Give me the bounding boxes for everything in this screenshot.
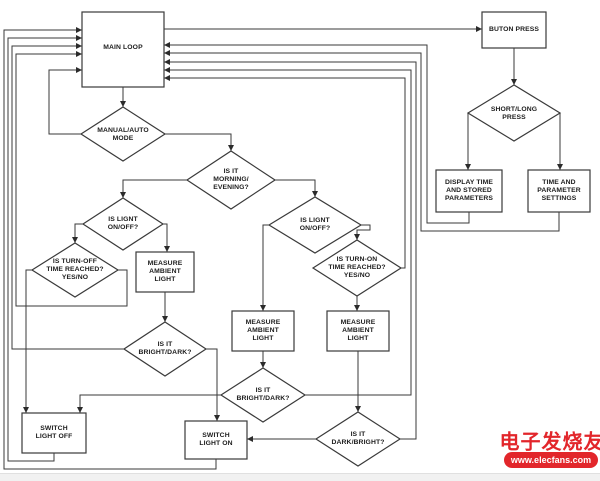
dark-bright-label: IS IT DARK/BRIGHT?	[331, 430, 385, 446]
time-param-box	[527, 169, 591, 213]
turn-on-diamond	[311, 239, 403, 297]
measure-left-label: MEASURE AMBIENT LIGHT	[147, 259, 183, 284]
manual-auto-label: MANUAL/AUTO MODE	[97, 126, 149, 142]
edge-lightleft-to-turnoff	[72, 223, 83, 243]
edge-turnoff-yes-to-switchoff	[23, 269, 32, 413]
edge-evening-to-lightonoff-right	[275, 179, 318, 197]
switch-light-off-box	[21, 412, 87, 454]
morning-evening-diamond	[185, 150, 277, 210]
bright-dark-mid-label: IS IT BRIGHT/DARK?	[236, 386, 290, 402]
short-long-press-label: SHORT/LONG PRESS	[490, 105, 538, 121]
light-onoff-right-diamond	[267, 196, 363, 254]
main-loop-box	[81, 11, 165, 88]
measure-mid-label: MEASURE AMBIENT LIGHT	[245, 318, 281, 343]
light-onoff-right-label: IS LIGNT ON/OFF?	[299, 216, 331, 232]
bottom-strip	[0, 473, 600, 481]
edge-lightleft-to-measureleft	[163, 223, 170, 252]
morning-evening-label: IS IT MORNING/ EVENING?	[213, 167, 249, 192]
edge-brightdarkleft-return-mainloop	[11, 43, 124, 350]
edge-timeparam-return-mainloop	[164, 50, 560, 232]
edge-manual-return-mainloop	[48, 67, 82, 135]
turn-on-label: IS TURN-ON TIME REACHED? YES/NO	[328, 255, 386, 280]
bright-dark-left-label: IS IT BRIGHT/DARK?	[138, 340, 192, 356]
edge-lightright-to-measuremid	[260, 224, 269, 311]
edge-switchoff-return-mainloop	[7, 35, 82, 462]
light-onoff-left-label: IS LIGNT ON/OFF?	[107, 215, 139, 231]
edge-switchon-return-mainloop	[3, 27, 217, 470]
flow-boxes	[21, 11, 591, 460]
buton-press-label: BUTON PRESS	[488, 25, 540, 33]
measure-ambient-left-box	[135, 251, 195, 293]
edge-brightdarkmid-to-switchoff	[77, 394, 221, 413]
bright-dark-mid-diamond	[219, 367, 307, 423]
edge-auto-to-morningevening	[165, 133, 234, 151]
display-time-label: DISPLAY TIME AND STORED PARAMETERS	[444, 178, 494, 203]
manual-auto-diamond	[79, 106, 167, 162]
edge-displaytime-return-mainloop	[164, 42, 470, 224]
edge-turnon-no-return-mainloop	[164, 75, 406, 269]
flow-diamonds	[30, 84, 562, 467]
edge-lightright-to-turnon	[354, 224, 371, 240]
buton-press-box	[481, 11, 547, 49]
watermark-url-badge: www.elecfans.com	[504, 452, 598, 468]
turn-off-diamond	[30, 242, 120, 298]
light-onoff-left-diamond	[81, 197, 165, 251]
flow-edges	[3, 26, 563, 470]
edge-morning-to-lightonoff-left	[120, 179, 187, 198]
measure-right-label: MEASURE AMBIENT LIGHT	[340, 318, 376, 343]
dark-bright-diamond	[314, 411, 402, 467]
short-long-press-diamond	[466, 84, 562, 142]
switch-off-label: SWITCH LIGHT OFF	[35, 424, 73, 440]
edge-brightdarkleft-to-switchon	[206, 348, 220, 421]
main-loop-label: MAIN LOOP	[103, 43, 143, 51]
time-param-label: TIME AND PARAMETER SETTINGS	[537, 178, 581, 203]
measure-ambient-right-box	[326, 310, 390, 352]
measure-ambient-mid-box	[231, 310, 295, 352]
edge-darkbright-return-mainloop	[164, 59, 417, 440]
edge-turnoff-no-return-mainloop	[15, 51, 128, 307]
turn-off-label: IS TURN-OFF TIME REACHED? YES/NO	[46, 257, 104, 282]
bright-dark-left-diamond	[122, 321, 208, 377]
switch-light-on-box	[184, 420, 248, 460]
switch-on-label: SWITCH LIGHT ON	[199, 431, 233, 447]
display-time-box	[435, 169, 503, 213]
watermark-brand: 电子发烧友	[499, 429, 600, 454]
